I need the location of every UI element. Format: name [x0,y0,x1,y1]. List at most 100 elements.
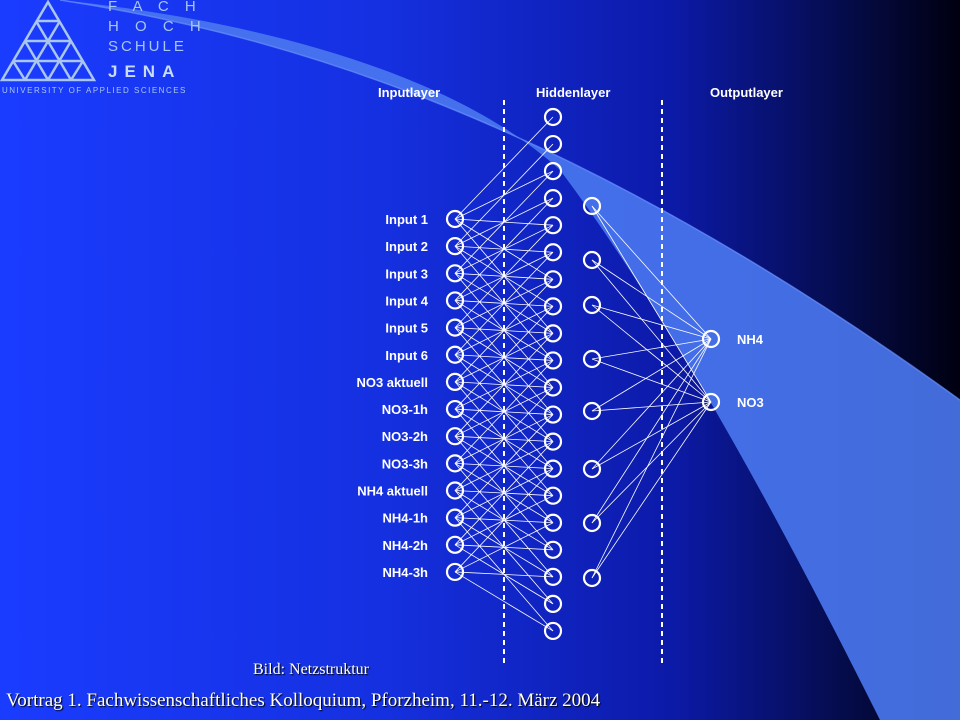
input-label: Input 2 [385,239,428,254]
logo-line-1: F A C H [108,0,202,15]
header-input-layer: Inputlayer [378,85,440,100]
layer-separators [503,100,663,665]
output-label: NO3 [737,395,764,410]
hidden-node [582,513,602,533]
header-output-layer: Outputlayer [710,85,783,100]
input-label: Input 3 [385,266,428,281]
connection-line [591,338,712,412]
input-label: NO3-2h [382,429,428,444]
connection-line [591,338,712,360]
connection-line [454,197,554,301]
input-node [445,427,465,446]
connection-line [591,304,712,340]
hidden-node [582,196,602,216]
swoosh-shape [60,0,960,720]
hidden-node [582,250,602,270]
input-label: Input 1 [385,212,428,227]
input-label: NH4-3h [382,565,428,580]
connection-line [591,338,712,579]
input-node [445,508,465,527]
output-node [701,329,721,349]
hidden-node [543,432,563,451]
input-label: NO3-1h [382,402,428,417]
connection-line [454,170,554,274]
input-node [445,372,465,391]
connection-line [454,279,554,383]
connection-line [454,224,554,328]
connection-line [454,333,554,437]
connection-line [454,387,554,491]
logo-triangle-icon [0,0,97,82]
hidden-node [543,297,563,316]
node-labels: Input 1 Input 2 Input 3 Input 4 Input 5 Input… [356,212,763,580]
output-label: NH4 [737,332,764,347]
connection-line [454,143,554,247]
hidden-node [543,270,563,289]
input-node [445,209,465,229]
logo-line-2: H O C H [108,18,207,35]
input-label: NH4 aktuell [357,484,428,499]
connection-line [454,522,554,573]
hidden-node [543,459,563,478]
connection-line [454,441,554,546]
connection-line [591,401,712,579]
input-node [445,535,465,554]
hidden-node [543,486,563,505]
footer-text: Vortrag 1. Fachwissenschaftliches Kolloq… [6,690,601,711]
hidden-node [543,243,563,262]
connection-line [454,414,554,518]
hidden-node [582,295,602,315]
hidden-node [543,107,563,127]
logo-subtitle: UNIVERSITY OF APPLIED SCIENCES [2,86,187,95]
connection-line [591,401,712,524]
swoosh-edge [59,0,960,401]
connection-lines [454,116,712,632]
input-label: NH4-2h [382,538,428,553]
input-node [445,454,465,473]
connection-line [454,360,554,464]
hidden-node [582,459,602,479]
input-label: Input 6 [385,348,428,363]
header-hidden-layer: Hiddenlayer [536,85,610,100]
input-label: Input 5 [385,321,428,336]
input-label: NO3 aktuell [356,375,428,390]
hidden-node [543,513,563,532]
neuron-nodes [445,107,721,641]
input-label: Input 4 [385,293,428,308]
input-node [445,481,465,500]
input-node [445,264,465,283]
hidden-node [543,405,563,424]
connection-line [591,304,712,403]
hidden-node [543,324,563,343]
logo-line-3: SCHULE [108,38,187,55]
hidden-node [543,621,563,641]
hidden-node [543,567,563,586]
connection-line [591,259,712,340]
figure-caption: Bild: Netzstruktur [253,661,369,678]
hidden-node [582,401,602,421]
hidden-node [543,594,563,614]
connection-line [454,571,554,578]
connection-line [591,358,712,403]
connection-line [591,338,712,524]
hidden-node [543,540,563,559]
input-label: NO3-3h [382,456,428,471]
hidden-node [582,349,602,369]
hidden-node [543,351,563,370]
output-node [701,392,721,412]
input-node [445,399,465,419]
hidden-node [543,162,563,181]
hidden-node [543,189,563,208]
input-node [445,345,465,364]
input-node [445,562,465,582]
connection-line [591,338,712,470]
connection-line [454,571,554,632]
connection-line [454,468,554,573]
connection-line [591,205,712,403]
hidden-node [543,378,563,397]
input-label: NH4-1h [382,511,428,526]
hidden-node [582,568,602,588]
